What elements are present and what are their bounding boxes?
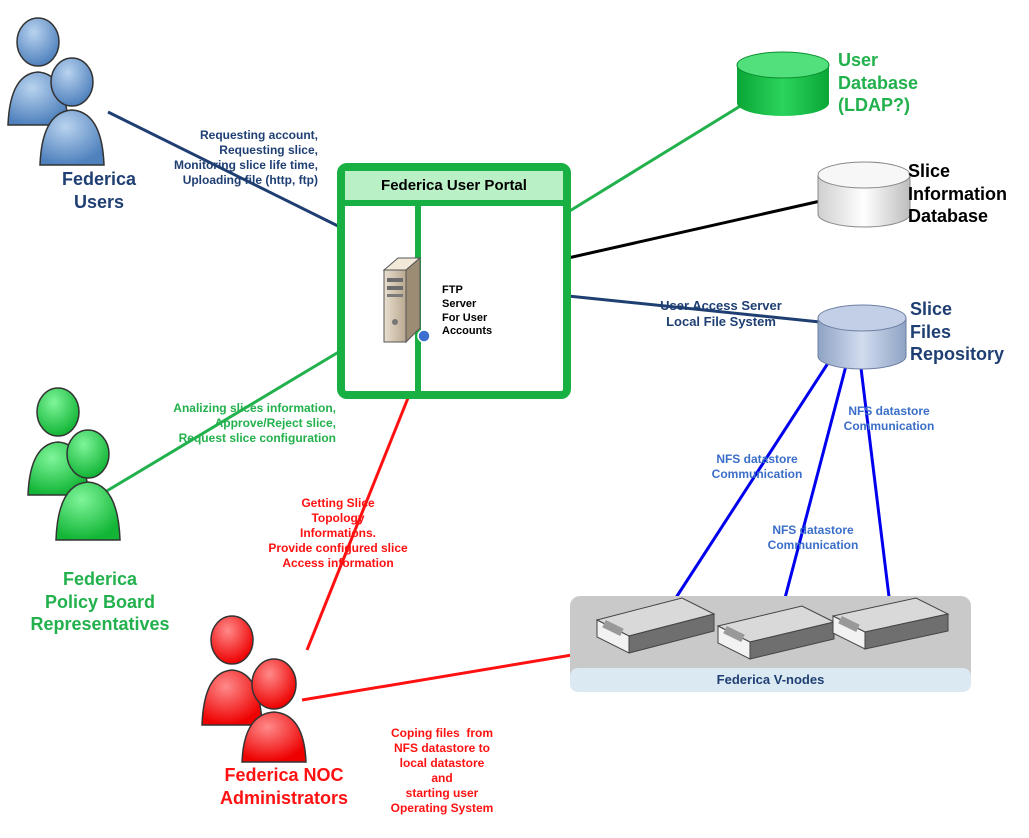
link-policy-portal [99, 348, 343, 497]
nfs-communication-label-3: NFS datastore Communication [767, 523, 859, 552]
user-database-icon [736, 51, 830, 116]
policy-board-label: Federica Policy Board Representatives [30, 569, 170, 634]
user-database-label: User Database (LDAP?) [838, 50, 919, 115]
nfs-communication-label-2: NFS datastore Communication [843, 404, 935, 433]
link-portal-userdb [567, 95, 756, 214]
vnode-server-3-icon [831, 597, 950, 650]
vnodes-label: Federica V-nodes [716, 672, 825, 687]
link-portal-sliceinfo [567, 198, 826, 260]
slice-information-database-label: Slice Information Database [908, 161, 1007, 226]
federica-users-label: Federica Users [61, 169, 137, 212]
slice-files-repository-label: Slice Files Repository [910, 299, 1005, 364]
connector-lines [99, 95, 892, 702]
user-access-server-label: User Access Server Local File System [660, 298, 782, 330]
users-people-icon [7, 17, 105, 166]
vnode-server-2-icon [716, 605, 836, 660]
noc-people-icon [201, 615, 307, 763]
noc-administrators-label: Federica NOC Administrators [219, 765, 349, 808]
link-noc-vnodes [301, 650, 591, 702]
policy-board-people-icon [27, 387, 121, 541]
ftp-server-label: FTP Server For User Accounts [442, 284, 493, 338]
link-users-portal [107, 110, 343, 230]
ftp-server-icon [382, 256, 431, 344]
link-noc-portal [305, 397, 410, 651]
link-portal-repo [567, 294, 821, 324]
portal-title: Federica User Portal [381, 177, 527, 194]
noc-portal-label: Getting Slice Topology Informations. Pro… [268, 496, 408, 570]
vnode-server-1-icon [595, 597, 716, 654]
users-request-label: Requesting account, Requesting slice, Mo… [173, 128, 318, 187]
slice-files-repository-icon [817, 304, 907, 370]
link-nfs-1 [666, 359, 832, 611]
slice-information-database-icon [817, 161, 911, 228]
nfs-communication-label-1: NFS datastore Communication [711, 452, 803, 481]
link-nfs-3 [858, 359, 892, 606]
user-portal-box [337, 163, 571, 399]
noc-vnodes-label: Coping files from NFS datastore to local… [390, 726, 494, 815]
policy-actions-label: Analizing slices information, Approve/Re… [173, 401, 336, 445]
link-nfs-2 [778, 361, 849, 618]
